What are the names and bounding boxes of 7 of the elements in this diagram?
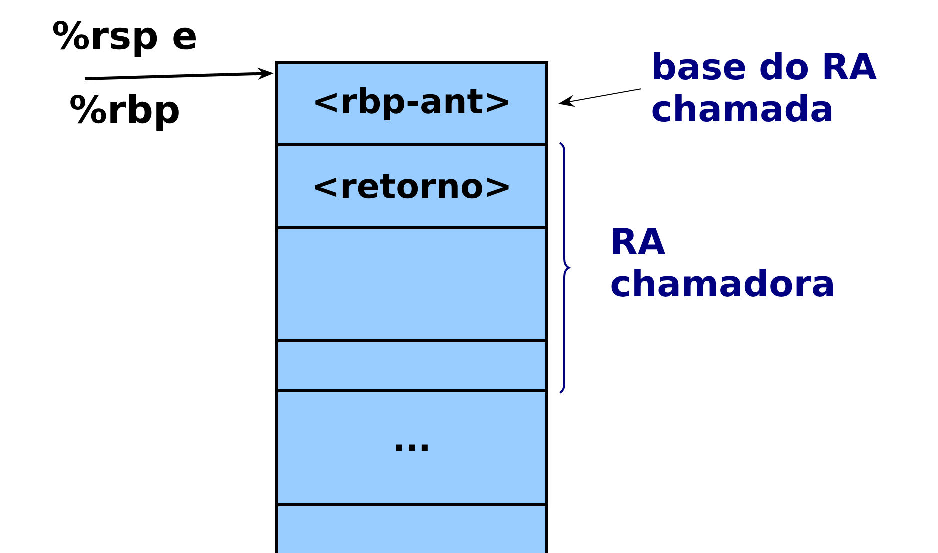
stack-cell: <rbp-ant> bbox=[276, 62, 548, 146]
frame-label: RA chamadora bbox=[612, 228, 833, 297]
empty-cell bbox=[276, 340, 548, 392]
stack-cell: <retorno> bbox=[276, 144, 548, 230]
frame-label: base do RA chamada bbox=[652, 52, 877, 122]
empty-cell bbox=[276, 504, 548, 553]
register-label: %rsp e %rbp bbox=[53, 20, 196, 132]
